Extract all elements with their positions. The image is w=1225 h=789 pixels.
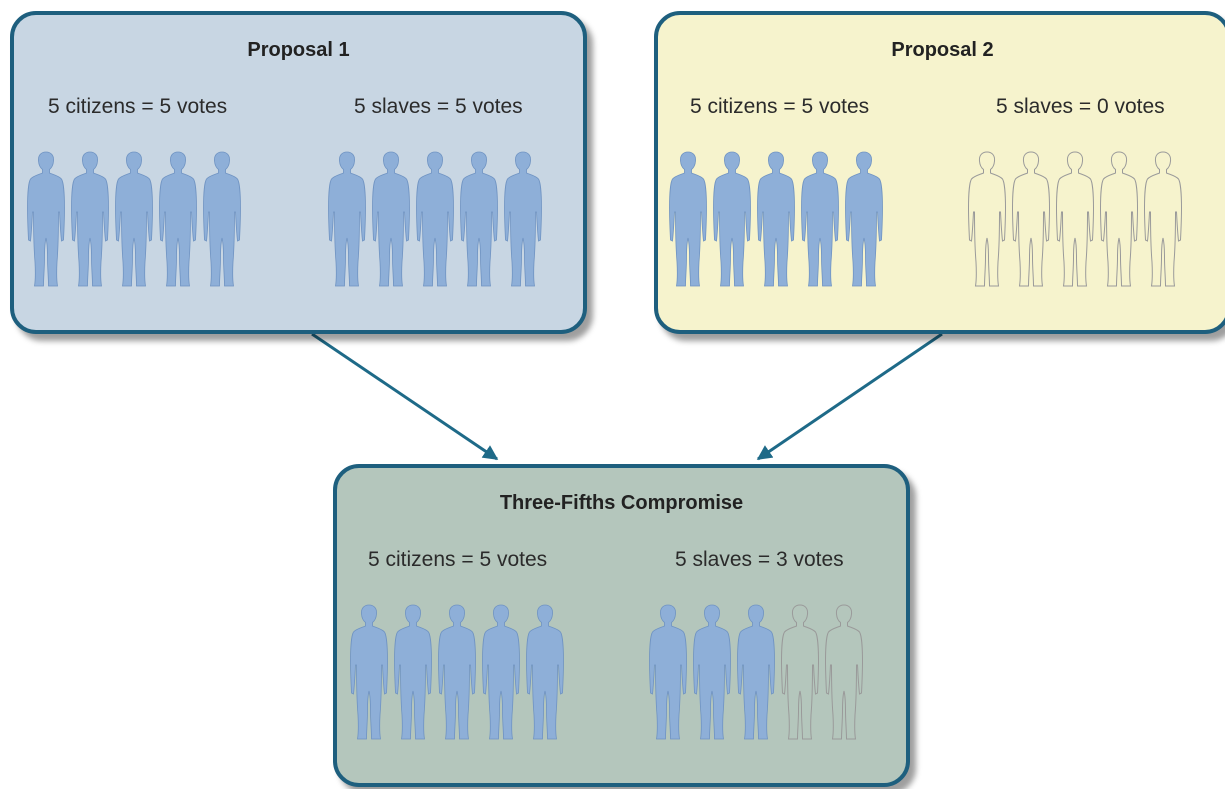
citizens-votes-label: 5 citizens = 5 votes [368, 548, 548, 571]
person-filled-icon [115, 151, 153, 287]
slaves-votes-label: 5 slaves = 3 votes [675, 548, 844, 571]
citizens-figure-group [668, 150, 884, 290]
person-outline-icon [1099, 151, 1139, 287]
person-filled-icon [504, 151, 542, 287]
person-filled-icon [757, 151, 795, 287]
person-filled-icon [328, 151, 366, 287]
arrow-proposal-2-to-compromise [756, 332, 943, 461]
person-outline-icon [1055, 151, 1095, 287]
three-fifths-compromise-panel: Three-Fifths Compromise 5 citizens = 5 v… [333, 464, 910, 787]
person-filled-icon [71, 151, 109, 287]
person-filled-icon [203, 151, 241, 287]
person-outline-icon [824, 604, 864, 740]
slaves-votes-label: 5 slaves = 0 votes [996, 95, 1165, 118]
arrow-proposal-1-to-compromise [311, 332, 499, 461]
person-filled-icon [350, 604, 388, 740]
person-filled-icon [482, 604, 520, 740]
person-outline-icon [967, 151, 1007, 287]
panel-title: Proposal 1 [247, 39, 350, 61]
person-filled-icon [372, 151, 410, 287]
person-outline-icon [1143, 151, 1183, 287]
proposal-2-panel: Proposal 2 5 citizens = 5 votes 5 slaves… [654, 11, 1225, 334]
person-filled-icon [416, 151, 454, 287]
panel-title: Proposal 2 [891, 39, 994, 61]
person-filled-icon [669, 151, 707, 287]
person-filled-icon [394, 604, 432, 740]
person-filled-icon [438, 604, 476, 740]
person-filled-icon [27, 151, 65, 287]
slaves-figure-group [648, 603, 864, 743]
person-outline-icon [780, 604, 820, 740]
slaves-figure-group [967, 150, 1183, 290]
person-filled-icon [693, 604, 731, 740]
person-filled-icon [649, 604, 687, 740]
proposal-1-panel: Proposal 1 5 citizens = 5 votes 5 slaves… [10, 11, 587, 334]
slaves-votes-label: 5 slaves = 5 votes [354, 95, 523, 118]
slaves-figure-group [327, 150, 543, 290]
citizens-figure-group [349, 603, 565, 743]
citizens-figure-group [26, 150, 242, 290]
person-filled-icon [845, 151, 883, 287]
citizens-votes-label: 5 citizens = 5 votes [690, 95, 870, 118]
person-filled-icon [801, 151, 839, 287]
person-outline-icon [1011, 151, 1051, 287]
citizens-votes-label: 5 citizens = 5 votes [48, 95, 228, 118]
person-filled-icon [713, 151, 751, 287]
person-filled-icon [159, 151, 197, 287]
person-filled-icon [737, 604, 775, 740]
person-filled-icon [526, 604, 564, 740]
person-filled-icon [460, 151, 498, 287]
panel-title: Three-Fifths Compromise [499, 492, 744, 514]
